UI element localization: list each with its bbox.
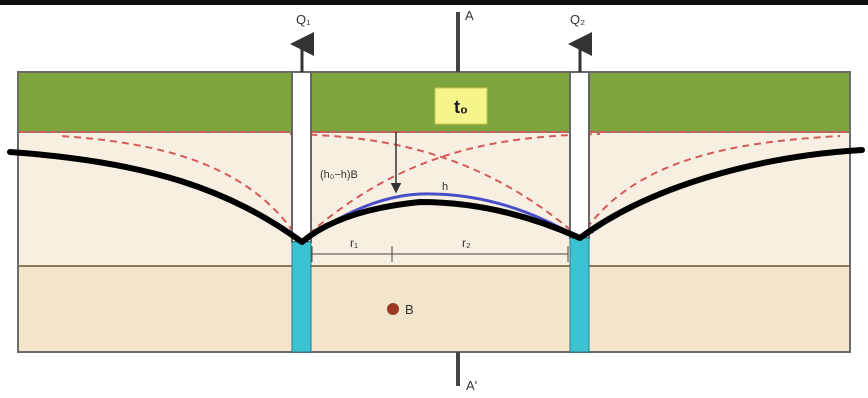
distance-r1-label: r₁ xyxy=(350,236,358,250)
surface-tag-box xyxy=(434,87,488,125)
section-bottom-label: A' xyxy=(466,378,477,393)
well-2-casing xyxy=(569,71,590,239)
drawdown-label: (h₀−h)B xyxy=(320,169,358,181)
well-1-casing xyxy=(291,71,312,243)
single-well-curve-1-left xyxy=(59,135,301,243)
surface-layer xyxy=(18,72,850,132)
point-b-marker xyxy=(387,303,399,315)
soil-layer xyxy=(18,132,850,266)
section-frame xyxy=(17,71,851,353)
single-well-curve-2-right xyxy=(579,135,841,239)
single-well-curve-2 xyxy=(289,133,581,239)
surface-tag: t₀ xyxy=(454,97,468,117)
aquifer-layer xyxy=(18,266,850,352)
water-table-curve xyxy=(7,147,865,245)
head-label: h xyxy=(442,181,448,193)
point-b-label: B xyxy=(405,302,414,317)
well-2-screen xyxy=(569,237,590,353)
section-top-label: A xyxy=(465,8,474,23)
single-well-curve-1 xyxy=(299,133,601,243)
well-1-flow-label: Q₁ xyxy=(296,12,311,27)
top-border xyxy=(0,0,868,5)
well-2-flow-label: Q₂ xyxy=(570,12,585,27)
well-1-screen xyxy=(291,241,312,353)
distance-r2-label: r₂ xyxy=(462,236,471,250)
